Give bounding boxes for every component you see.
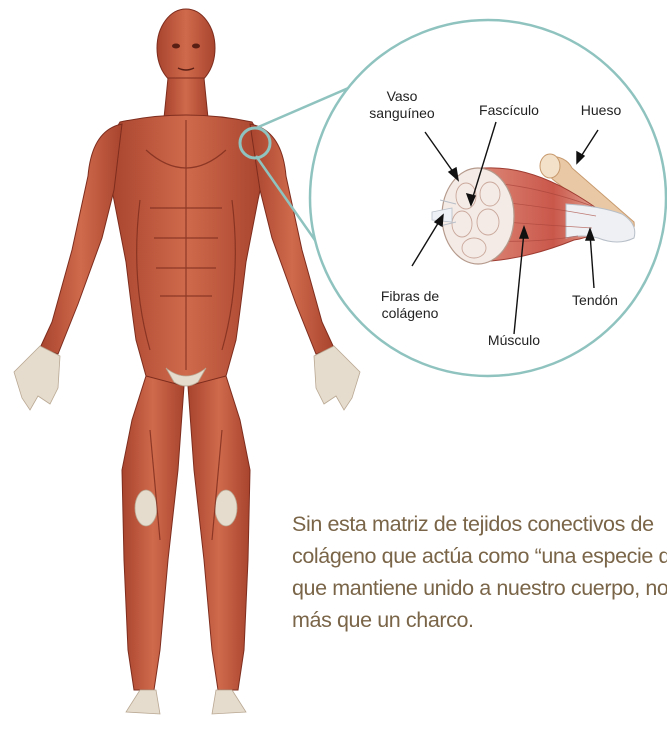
caption-line: más que un charco. bbox=[292, 604, 667, 636]
caption-line: colágeno que actúa como “una especie de … bbox=[292, 540, 667, 572]
head bbox=[157, 9, 215, 87]
caption-line: que mantiene unido a nuestro cuerpo, no … bbox=[292, 572, 667, 604]
label-blood-vessel: Vaso sanguíneo bbox=[365, 88, 439, 122]
neck bbox=[164, 78, 208, 118]
label-muscle: Músculo bbox=[474, 332, 554, 349]
caption-text: Sin esta matriz de tejidos conectivos de… bbox=[292, 508, 667, 636]
left-arm bbox=[40, 124, 122, 354]
right-leg bbox=[188, 376, 250, 690]
label-tendon: Tendón bbox=[560, 292, 630, 309]
left-leg bbox=[122, 376, 184, 690]
label-bone: Hueso bbox=[566, 102, 636, 119]
label-collagen-fibers: Fibras de colágeno bbox=[370, 288, 450, 322]
label-fascicle: Fascículo bbox=[466, 102, 552, 119]
muscle-body bbox=[40, 9, 334, 690]
caption-line: Sin esta matriz de tejidos conectivos de bbox=[292, 508, 667, 540]
